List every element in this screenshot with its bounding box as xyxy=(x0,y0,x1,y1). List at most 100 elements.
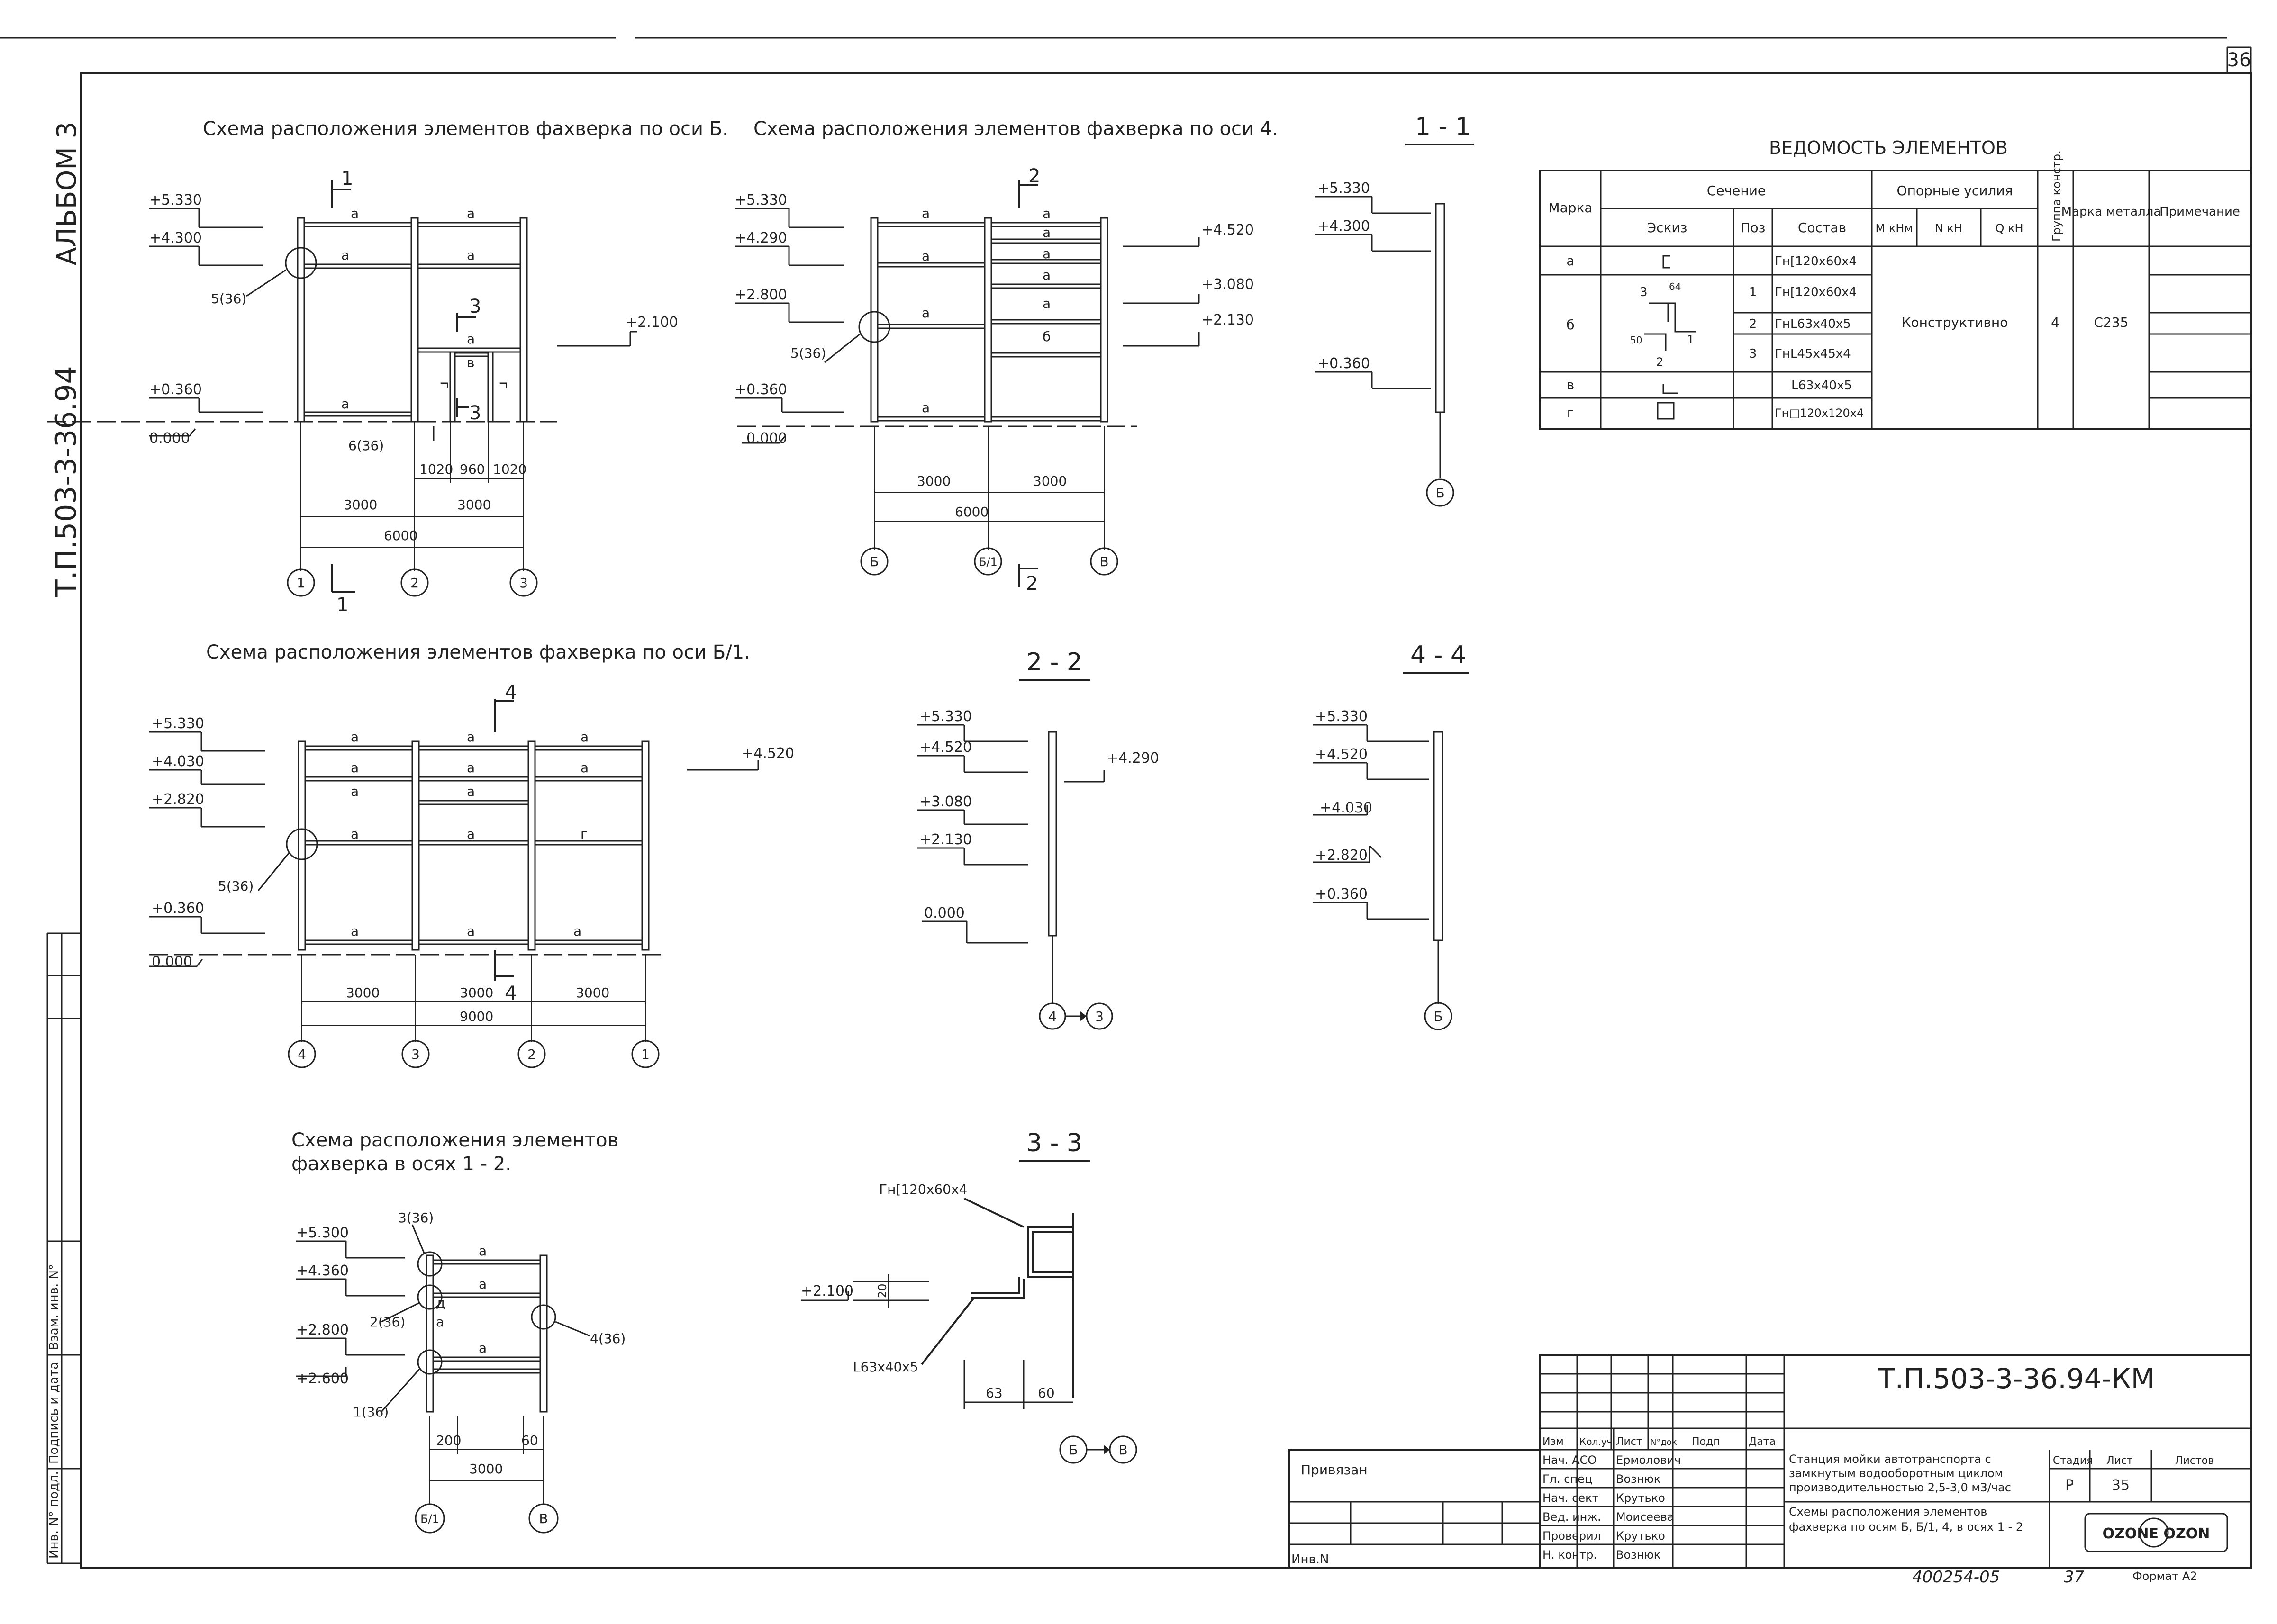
stamp-name-6: Вознюк xyxy=(1616,1548,1660,1561)
view-b-cut-3a: 3 xyxy=(469,296,481,317)
table-title: ВЕДОМОСТЬ ЭЛЕМЕНТОВ xyxy=(1769,137,2008,158)
stamp-role-4: Вед. инж. xyxy=(1542,1510,1601,1524)
view-b-level-5: +2.100 xyxy=(626,314,678,331)
view-12-label-3: a xyxy=(479,1340,487,1356)
view-axes-1-2: Схема расположения элементов фахверка в … xyxy=(291,1129,626,1534)
section-1-level-1: +5.330 xyxy=(1317,180,1370,197)
section-2-level-2: +4.520 xyxy=(919,739,972,756)
view-4-level-8: +2.130 xyxy=(1201,312,1254,328)
stamp-replace-inv: Взам. инв. N° xyxy=(47,1264,61,1350)
view-4-level-4: +0.360 xyxy=(735,381,787,398)
section-3-dim-60: 60 xyxy=(1038,1385,1055,1401)
th-q: Q кН xyxy=(1995,222,2023,235)
stamp-inv-no: Инв. N° подл. xyxy=(47,1471,61,1559)
elements-table: ВЕДОМОСТЬ ЭЛЕМЕНТОВ Марка xyxy=(1539,137,2252,430)
section-3-profile-top: Гн[120x60x4 xyxy=(879,1182,967,1197)
view-b-cut-1a: 1 xyxy=(341,168,353,189)
sketch-label-2: 2 xyxy=(1656,355,1663,369)
section-4-level-5: +0.360 xyxy=(1315,886,1368,902)
view-4-label-2: a xyxy=(1043,206,1051,221)
left-stamp-strip xyxy=(46,932,81,1564)
section-4-level-2: +4.520 xyxy=(1315,746,1368,763)
view-b-axis-3: 3 xyxy=(519,575,528,591)
th-metal: Марка металла xyxy=(2061,205,2161,219)
row-b-mark: б xyxy=(1566,317,1574,333)
row-b-pos3: 3 xyxy=(1749,347,1757,361)
view-4-callout-5: 5(36) xyxy=(790,345,826,361)
view-4-level-3: +2.800 xyxy=(735,287,787,303)
view-b-dim-3000a: 3000 xyxy=(344,497,377,513)
view-4-label-10: a xyxy=(922,400,930,415)
view-4-label-3: a xyxy=(922,248,930,264)
view-b1-level-6: +4.520 xyxy=(742,745,794,762)
view-b-label-g2: г xyxy=(497,381,512,388)
view-b-label-v: в xyxy=(467,355,475,370)
view-12-level-1: +5.300 xyxy=(296,1225,349,1241)
th-pos: Поз xyxy=(1740,220,1765,235)
view-b1-dim-9000: 9000 xyxy=(460,1009,493,1024)
section-3-axis-b: Б xyxy=(1069,1442,1078,1458)
th-n: N кН xyxy=(1935,222,1962,235)
section-2-level-4: +2.130 xyxy=(919,831,972,848)
view-12-dim-60: 60 xyxy=(521,1433,538,1448)
view-b-level-2: +4.300 xyxy=(149,230,202,246)
stamp-copy-no: 37 xyxy=(2064,1568,2085,1587)
sketch-label-1: 1 xyxy=(1687,333,1694,346)
view-b1-label-3: a xyxy=(581,729,589,745)
view-4-cut-2b: 2 xyxy=(1026,573,1038,595)
view-12-callout-2: 2(36) xyxy=(370,1314,405,1330)
section-2-axis-3: 3 xyxy=(1095,1009,1104,1024)
view-b1-label-6: a xyxy=(581,760,589,776)
view-b1-cut-4a: 4 xyxy=(505,682,517,704)
row-v-mark: в xyxy=(1567,377,1575,393)
row-b-comp3: ГнL45x45x4 xyxy=(1775,347,1851,361)
section-3-dim-20: 20 xyxy=(876,1283,889,1298)
stamp-name-2: Вознюк xyxy=(1616,1472,1660,1486)
stamp-sheet-label: Лист xyxy=(2106,1455,2133,1467)
view-4-title: Схема расположения элементов фахверка по… xyxy=(753,118,1278,140)
section-3-3: 3 - 3 Гн[120x60x4 L63x40x5 +2.100 20 63 … xyxy=(801,1129,1137,1464)
stamp-stage-label: Стадия xyxy=(2053,1455,2093,1467)
view-b-callout-5: 5(36) xyxy=(211,291,246,307)
view-4-label-9: б xyxy=(1043,329,1051,344)
view-12-dim-200: 200 xyxy=(436,1433,461,1448)
view-4-label-6: a xyxy=(1043,267,1051,283)
view-axis-4: Схема расположения элементов фахверка по… xyxy=(735,118,1278,595)
section-2-level-6: +4.290 xyxy=(1107,750,1159,767)
section-1-level-2: +4.300 xyxy=(1317,218,1370,235)
stamp-col-date: Дата xyxy=(1749,1436,1776,1448)
section-3-axis-v: В xyxy=(1118,1442,1127,1458)
stamp-sign-date: Подпись и дата xyxy=(47,1362,61,1464)
row-b-pos2: 2 xyxy=(1749,317,1757,331)
view-b-cut-1b: 1 xyxy=(336,594,348,616)
view-b1-dim-3000a: 3000 xyxy=(346,985,380,1001)
section-4-title: 4 - 4 xyxy=(1410,641,1466,669)
view-b1-callout-5: 5(36) xyxy=(218,878,254,894)
stamp-project: Станция мойки автотранспорта с замкнутым… xyxy=(1789,1453,2011,1494)
view-b-level-4: 0.000 xyxy=(149,430,190,447)
view-b-label-a5: a xyxy=(341,396,349,412)
section-1-level-3: +0.360 xyxy=(1317,355,1370,372)
section-3-title: 3 - 3 xyxy=(1026,1129,1082,1157)
view-b1-level-1: +5.330 xyxy=(152,715,204,732)
view-b-callout-6: 6(36) xyxy=(348,438,384,453)
view-4-label-5: a xyxy=(1043,246,1051,262)
view-b1-label-14: a xyxy=(573,923,581,939)
view-4-dim-6000: 6000 xyxy=(955,504,989,520)
table-sketches xyxy=(1644,255,1696,420)
view-12-label-1: a xyxy=(479,1243,487,1259)
th-sketch: Эскиз xyxy=(1647,220,1687,235)
view-b1-label-13: a xyxy=(467,923,475,939)
view-b-label-a6: a xyxy=(467,331,475,347)
table-forces-merged: Конструктивно xyxy=(1902,315,2008,330)
view-b-dim-960: 960 xyxy=(460,461,485,477)
view-b1-axis-3: 3 xyxy=(411,1047,420,1062)
view-b1-label-4: a xyxy=(351,760,359,776)
view-b1-level-3: +2.820 xyxy=(152,791,204,808)
stamp-inv-n: Инв.N xyxy=(1291,1552,1329,1567)
view-axis-b1: Схема расположения элементов фахверка по… xyxy=(149,641,794,1068)
view-12-dim-3000: 3000 xyxy=(469,1461,503,1477)
section-4-4: 4 - 4 +5.330 +4.520 +4.030 +2.820 +0.360… xyxy=(1313,641,1469,1030)
view-b1-title: Схема расположения элементов фахверка по… xyxy=(206,641,750,663)
